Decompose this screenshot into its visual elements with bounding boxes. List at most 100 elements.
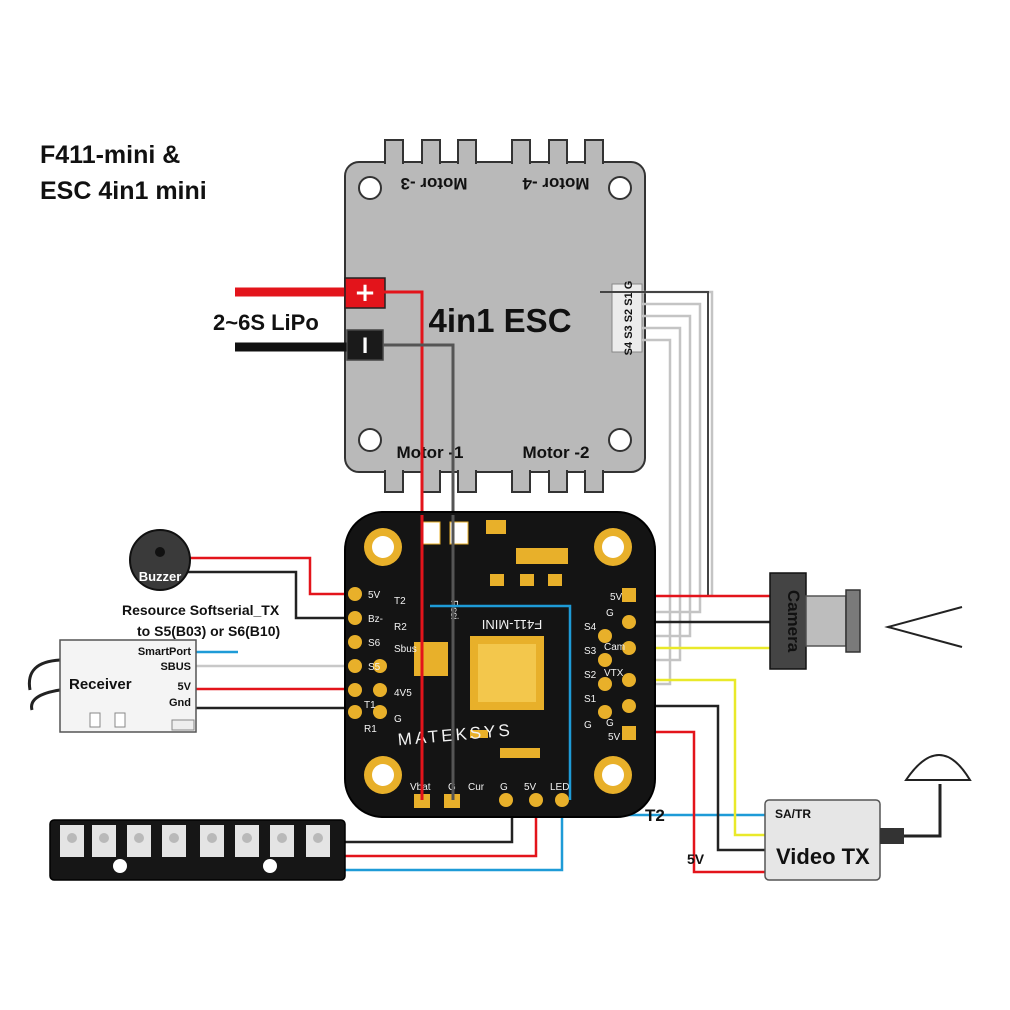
camera-view-icon bbox=[884, 606, 963, 648]
plus-icon: + bbox=[354, 278, 376, 308]
fc-pad bbox=[622, 615, 636, 629]
fc-left-pin-s5: S5 bbox=[368, 662, 381, 673]
fc-bottom-pin-led: LED bbox=[550, 782, 569, 793]
vtx-5v-wire bbox=[622, 730, 765, 874]
fc-inner-pin-sbus: Sbus bbox=[394, 644, 417, 655]
fc-left-pin-bz: Bz- bbox=[368, 614, 383, 625]
minus-icon: I bbox=[362, 333, 368, 358]
diagram-title-line2: ESC 4in1 mini bbox=[40, 177, 207, 205]
fc-right-pin-5v: 5V bbox=[610, 592, 623, 603]
fc-pad bbox=[414, 794, 430, 808]
fc-right-inner-cam: Cam bbox=[604, 642, 625, 653]
esc-motor-4-label: Motor -4 bbox=[522, 174, 590, 193]
fc-right-inner-vtx: VTX bbox=[604, 668, 624, 679]
vtx-antenna-icon bbox=[904, 754, 972, 781]
fc-bottom-pin-vbat: Vbat bbox=[410, 782, 431, 793]
fc-pad bbox=[598, 705, 612, 719]
led-strip-mount-hole bbox=[263, 859, 277, 873]
fc-right-inner-g2: G bbox=[606, 718, 614, 729]
fc-pad bbox=[622, 673, 636, 687]
fc-right-inner-g: G bbox=[606, 608, 614, 619]
esc-wire-s1 bbox=[622, 302, 702, 614]
buzzer-label: Buzzer bbox=[139, 569, 182, 584]
fc-gyro bbox=[414, 642, 448, 676]
battery-label: 2~6S LiPo bbox=[213, 310, 319, 335]
video-tx: SA/TR Video TX bbox=[764, 754, 972, 881]
esc-wire-ground-dark bbox=[600, 291, 709, 596]
fc-pad bbox=[348, 635, 362, 649]
buzzer-plus-wire bbox=[188, 556, 350, 596]
led-data-wire bbox=[345, 800, 564, 872]
receiver-button bbox=[89, 712, 101, 728]
fc-right-pin-g: G bbox=[584, 720, 592, 731]
wires-over-fc bbox=[420, 515, 572, 800]
esc-mount-hole bbox=[358, 428, 382, 452]
fc-left-pin-t1: T1 bbox=[364, 700, 376, 711]
esc-minus-pad: I bbox=[346, 329, 384, 361]
esc-motor-1-label: Motor -1 bbox=[396, 443, 463, 462]
fc-inner-pin-t2: T2 bbox=[394, 596, 406, 607]
fc-left-pin-5v: 5V bbox=[368, 590, 381, 601]
receiver-led bbox=[114, 712, 126, 728]
vtx-5v-wire-label: 5V bbox=[687, 851, 705, 867]
esc-signal-pins-label: S4 S3 S2 S1 G bbox=[623, 281, 635, 356]
fc-pad bbox=[598, 629, 612, 643]
fc-pad bbox=[598, 677, 612, 691]
camera-label: Camera bbox=[784, 590, 803, 653]
fc-right-pin-s2: S2 bbox=[584, 670, 597, 681]
fc-pad bbox=[348, 683, 362, 697]
esc-signal-connector bbox=[611, 283, 643, 353]
receiver-pin-smartport: SmartPort bbox=[138, 646, 192, 658]
vtx-antenna-cable bbox=[904, 784, 942, 838]
receiver-pin-5v: 5V bbox=[178, 681, 192, 693]
camera: Camera bbox=[769, 572, 963, 670]
vtx-antenna-connector bbox=[880, 828, 904, 844]
fc-pad bbox=[348, 611, 362, 625]
flight-controller: MATEKSYS F411-MINI Rssi 5V Bz- S6 S5 T1 … bbox=[344, 511, 656, 818]
fc-pad bbox=[622, 641, 636, 655]
esc-mount-hole bbox=[358, 176, 382, 200]
fc-bottom-pin-cur: Cur bbox=[468, 782, 485, 793]
vtx-sub-label: SA/TR bbox=[775, 807, 811, 821]
receiver-pin-sbus: SBUS bbox=[160, 661, 191, 673]
fc-right-pin-s4: S4 bbox=[584, 622, 597, 633]
led-strip bbox=[49, 819, 346, 881]
fc-pad bbox=[622, 726, 636, 740]
fc-pad bbox=[373, 705, 387, 719]
vtx-label: Video TX bbox=[776, 844, 870, 869]
esc-plus-pad: + bbox=[344, 277, 386, 309]
fc-left-pin-r1: R1 bbox=[364, 724, 377, 735]
fc-right-pin-s1: S1 bbox=[584, 694, 597, 705]
buzzer: Buzzer bbox=[129, 529, 191, 591]
fc-pad bbox=[348, 659, 362, 673]
fc-inner-pin-r2: R2 bbox=[394, 622, 407, 633]
led-5v-wire bbox=[345, 800, 538, 858]
esc-board: Motor -3 Motor -4 Motor -1 Motor -2 4in1… bbox=[344, 139, 646, 493]
fc-model-label: F411-MINI bbox=[482, 617, 542, 632]
led-strip-mount-hole bbox=[113, 859, 127, 873]
esc-motor-2-label: Motor -2 bbox=[522, 443, 589, 462]
fc-left-pin-s6: S6 bbox=[368, 638, 381, 649]
receiver-label: Receiver bbox=[69, 676, 132, 693]
esc-mount-hole bbox=[608, 428, 632, 452]
battery-leads bbox=[235, 287, 350, 352]
receiver-antenna bbox=[27, 658, 61, 691]
receiver-connector bbox=[171, 719, 195, 731]
fc-right-pin-s3: S3 bbox=[584, 646, 597, 657]
fc-pad bbox=[598, 653, 612, 667]
resource-note-line1: Resource Softserial_TX bbox=[122, 602, 280, 618]
fc-pad bbox=[622, 588, 636, 602]
fc-pad bbox=[499, 793, 513, 807]
receiver-antenna bbox=[30, 688, 61, 711]
t2-wire-label: T2 bbox=[645, 806, 665, 825]
resource-note-line2: to S5(B03) or S6(B10) bbox=[137, 623, 280, 639]
fc-pad bbox=[348, 705, 362, 719]
fc-pad bbox=[373, 683, 387, 697]
fc-inner-pin-g: G bbox=[394, 714, 402, 725]
fc-pad bbox=[444, 794, 460, 808]
esc-mount-hole bbox=[608, 176, 632, 200]
fc-right-pin-5v-bottom: 5V bbox=[608, 732, 621, 743]
vtx-gnd-wire bbox=[622, 704, 765, 852]
fc-pad bbox=[622, 699, 636, 713]
vtx-video-wire bbox=[622, 678, 765, 837]
